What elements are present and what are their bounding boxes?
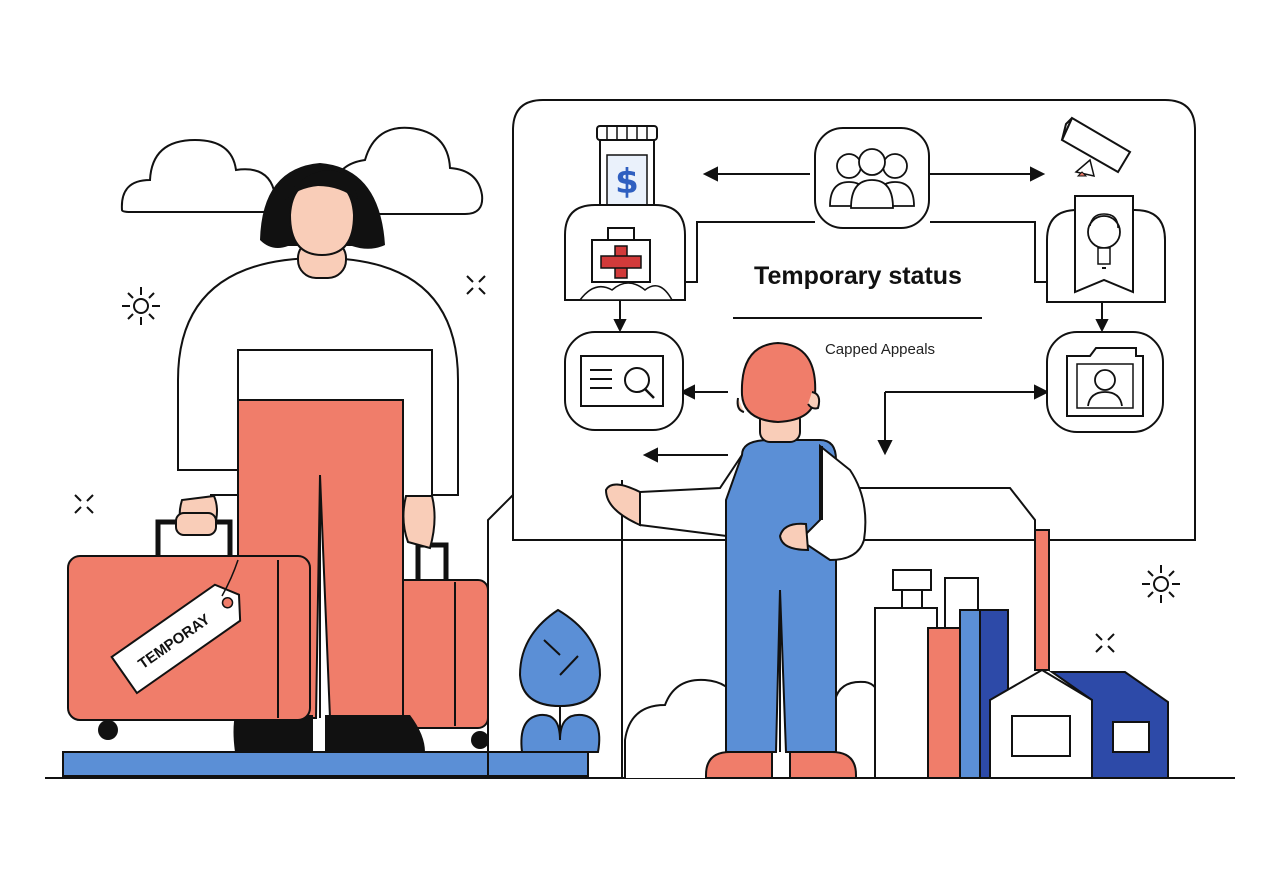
people-group-icon <box>814 127 930 229</box>
sparkle-sun-right <box>1142 565 1180 603</box>
officer-man <box>604 341 867 779</box>
suitcase-right <box>392 542 489 749</box>
id-card-search-icon <box>564 331 684 431</box>
portrait-document-icon <box>1046 195 1166 303</box>
panel-subtitle: Capped Appeals <box>825 341 935 358</box>
panel-frame <box>512 99 1196 541</box>
cloud-left <box>120 138 278 213</box>
pencil-icon <box>1060 116 1132 177</box>
traveler-woman: TEMPORAY <box>67 163 489 752</box>
status-panel: Temporary status Capped Appeals <box>512 99 1196 541</box>
cloud-middle <box>333 126 484 215</box>
luggage-tag: TEMPORAY <box>110 583 242 695</box>
sparkle-x-1 <box>466 275 486 295</box>
suitcase-front: TEMPORAY <box>67 512 311 740</box>
connector-arrows <box>613 166 1109 463</box>
blue-platform <box>62 751 589 777</box>
tree <box>518 608 602 753</box>
profile-folder-icon <box>1046 331 1164 433</box>
background-structures <box>487 480 1050 779</box>
panel-title: Temporary status <box>754 262 962 290</box>
first-aid-kit-icon <box>564 204 686 301</box>
sparkle-x-4 <box>1095 633 1115 653</box>
house-white <box>989 668 1093 779</box>
svg-text:$: $ <box>615 162 639 202</box>
sparkle-sun-left <box>122 287 160 325</box>
sparkle-x-2 <box>74 494 94 514</box>
